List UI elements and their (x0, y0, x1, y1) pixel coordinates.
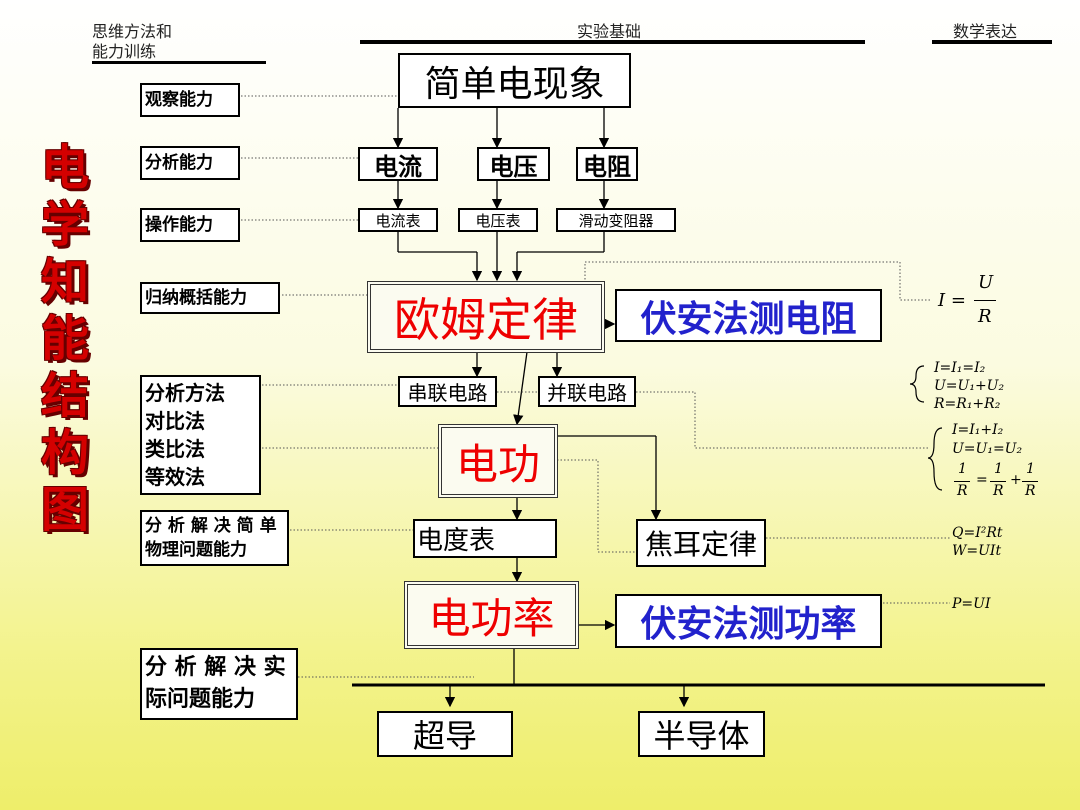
fr-d1: R (957, 483, 968, 499)
node-superconductor: 超导 (377, 711, 513, 757)
node-current: 电流 (358, 147, 438, 181)
node-electric-power: 电功率 (404, 581, 579, 649)
fr-d3: R (1025, 483, 1036, 499)
formula-ohm-num: U (978, 272, 994, 293)
header-right-rule (932, 40, 1052, 44)
ability-analyze: 分析能力 (140, 146, 240, 180)
node-ohms-law: 欧姆定律 (367, 281, 605, 353)
fr-n3: 1 (1026, 461, 1035, 477)
fr-d2: R (993, 483, 1004, 499)
simple-problems-line: 分 析 解 决 简 单 (145, 516, 277, 536)
series-brace (909, 365, 925, 403)
method-item: 分析方法 (145, 381, 225, 405)
header-center: 实验基础 (577, 22, 642, 41)
formula-series-line: U=U₁+U₂ (934, 378, 1005, 394)
formula-ohm: I = U R (938, 272, 1008, 330)
fr-n2: 1 (994, 461, 1003, 477)
method-item: 等效法 (145, 465, 205, 489)
header-right: 数学表达 (953, 22, 1018, 41)
ability-methods: 分析方法 对比法 类比法 等效法 (140, 375, 261, 495)
simple-problems-line: 物理问题能力 (145, 540, 247, 560)
formula-joule: Q=I²Rt W=UIt (952, 524, 1003, 560)
formula-series-line: I=I₁=I₂ (934, 360, 986, 376)
ability-operate: 操作能力 (140, 208, 240, 242)
node-parallel: 并联电路 (538, 376, 636, 407)
formula-parallel-line: U=U₁=U₂ (952, 441, 1023, 457)
ability-simple-problems: 分 析 解 决 简 单 物理问题能力 (140, 510, 289, 566)
node-joule-law: 焦耳定律 (636, 519, 766, 567)
header-center-rule (360, 40, 865, 44)
node-energy-meter: 电度表 (413, 519, 557, 558)
node-va-power: 伏安法测功率 (615, 594, 882, 648)
fr-n1: 1 (958, 461, 967, 477)
header-left-line2: 能力训练 (92, 42, 157, 61)
parallel-brace (927, 427, 943, 491)
method-item: 类比法 (145, 437, 205, 461)
fr-eq: = (976, 472, 988, 488)
formula-series-line: R=R₁+R₂ (934, 396, 1001, 412)
header-left: 思维方法和 能力训练 (92, 22, 172, 62)
title-char: 电 (40, 140, 89, 196)
title-char: 图 (40, 482, 89, 538)
formula-power: P=UI (952, 596, 991, 612)
node-simple-phenomena: 简单电现象 (398, 53, 631, 108)
practical-problems-line: 分 析 解 决 实 (145, 655, 286, 680)
vertical-title: 电 学 知 能 结 构 图 (36, 140, 94, 539)
formula-ohm-bar (974, 300, 996, 301)
formula-ohm-lhs: I = (938, 290, 966, 311)
node-voltage: 电压 (477, 147, 550, 181)
fr-plus: + (1010, 472, 1022, 488)
title-char: 知 (40, 254, 89, 310)
fr-bar3 (1022, 481, 1038, 482)
formula-parallel-line: I=I₁+I₂ (952, 422, 1004, 438)
ability-observe: 观察能力 (140, 83, 240, 117)
ability-practical-problems: 分 析 解 决 实 际问题能力 (140, 648, 298, 720)
node-electric-work: 电功 (438, 424, 558, 498)
fr-bar2 (990, 481, 1006, 482)
formula-ohm-den: R (978, 306, 992, 327)
node-va-resistance: 伏安法测电阻 (615, 289, 882, 342)
node-ammeter: 电流表 (358, 208, 438, 232)
formula-parallel-resistance: 1 R = 1 R + 1 R (952, 461, 1042, 505)
node-series: 串联电路 (398, 376, 497, 407)
formula-series: I=I₁=I₂ U=U₁+U₂ R=R₁+R₂ (934, 359, 1004, 413)
node-rheostat: 滑动变阻器 (556, 208, 676, 232)
title-char: 学 (40, 197, 89, 253)
practical-problems-line: 际问题能力 (145, 687, 256, 712)
node-voltmeter: 电压表 (458, 208, 538, 232)
formula-parallel: I=I₁+I₂ U=U₁=U₂ (952, 421, 1022, 459)
formula-joule-line: Q=I²Rt (952, 525, 1003, 541)
dotted-links (241, 95, 950, 678)
fr-bar1 (954, 481, 970, 482)
title-char: 构 (40, 425, 89, 481)
node-semiconductor: 半导体 (638, 711, 765, 757)
header-left-rule (92, 61, 266, 64)
solid-arrows (392, 108, 690, 708)
method-item: 对比法 (145, 409, 205, 433)
node-resistance: 电阻 (576, 147, 638, 181)
title-char: 能 (40, 311, 89, 367)
header-left-line1: 思维方法和 (92, 22, 173, 41)
ability-summarize: 归纳概括能力 (140, 282, 280, 314)
formula-joule-line: W=UIt (952, 543, 1002, 559)
title-char: 结 (40, 368, 89, 424)
